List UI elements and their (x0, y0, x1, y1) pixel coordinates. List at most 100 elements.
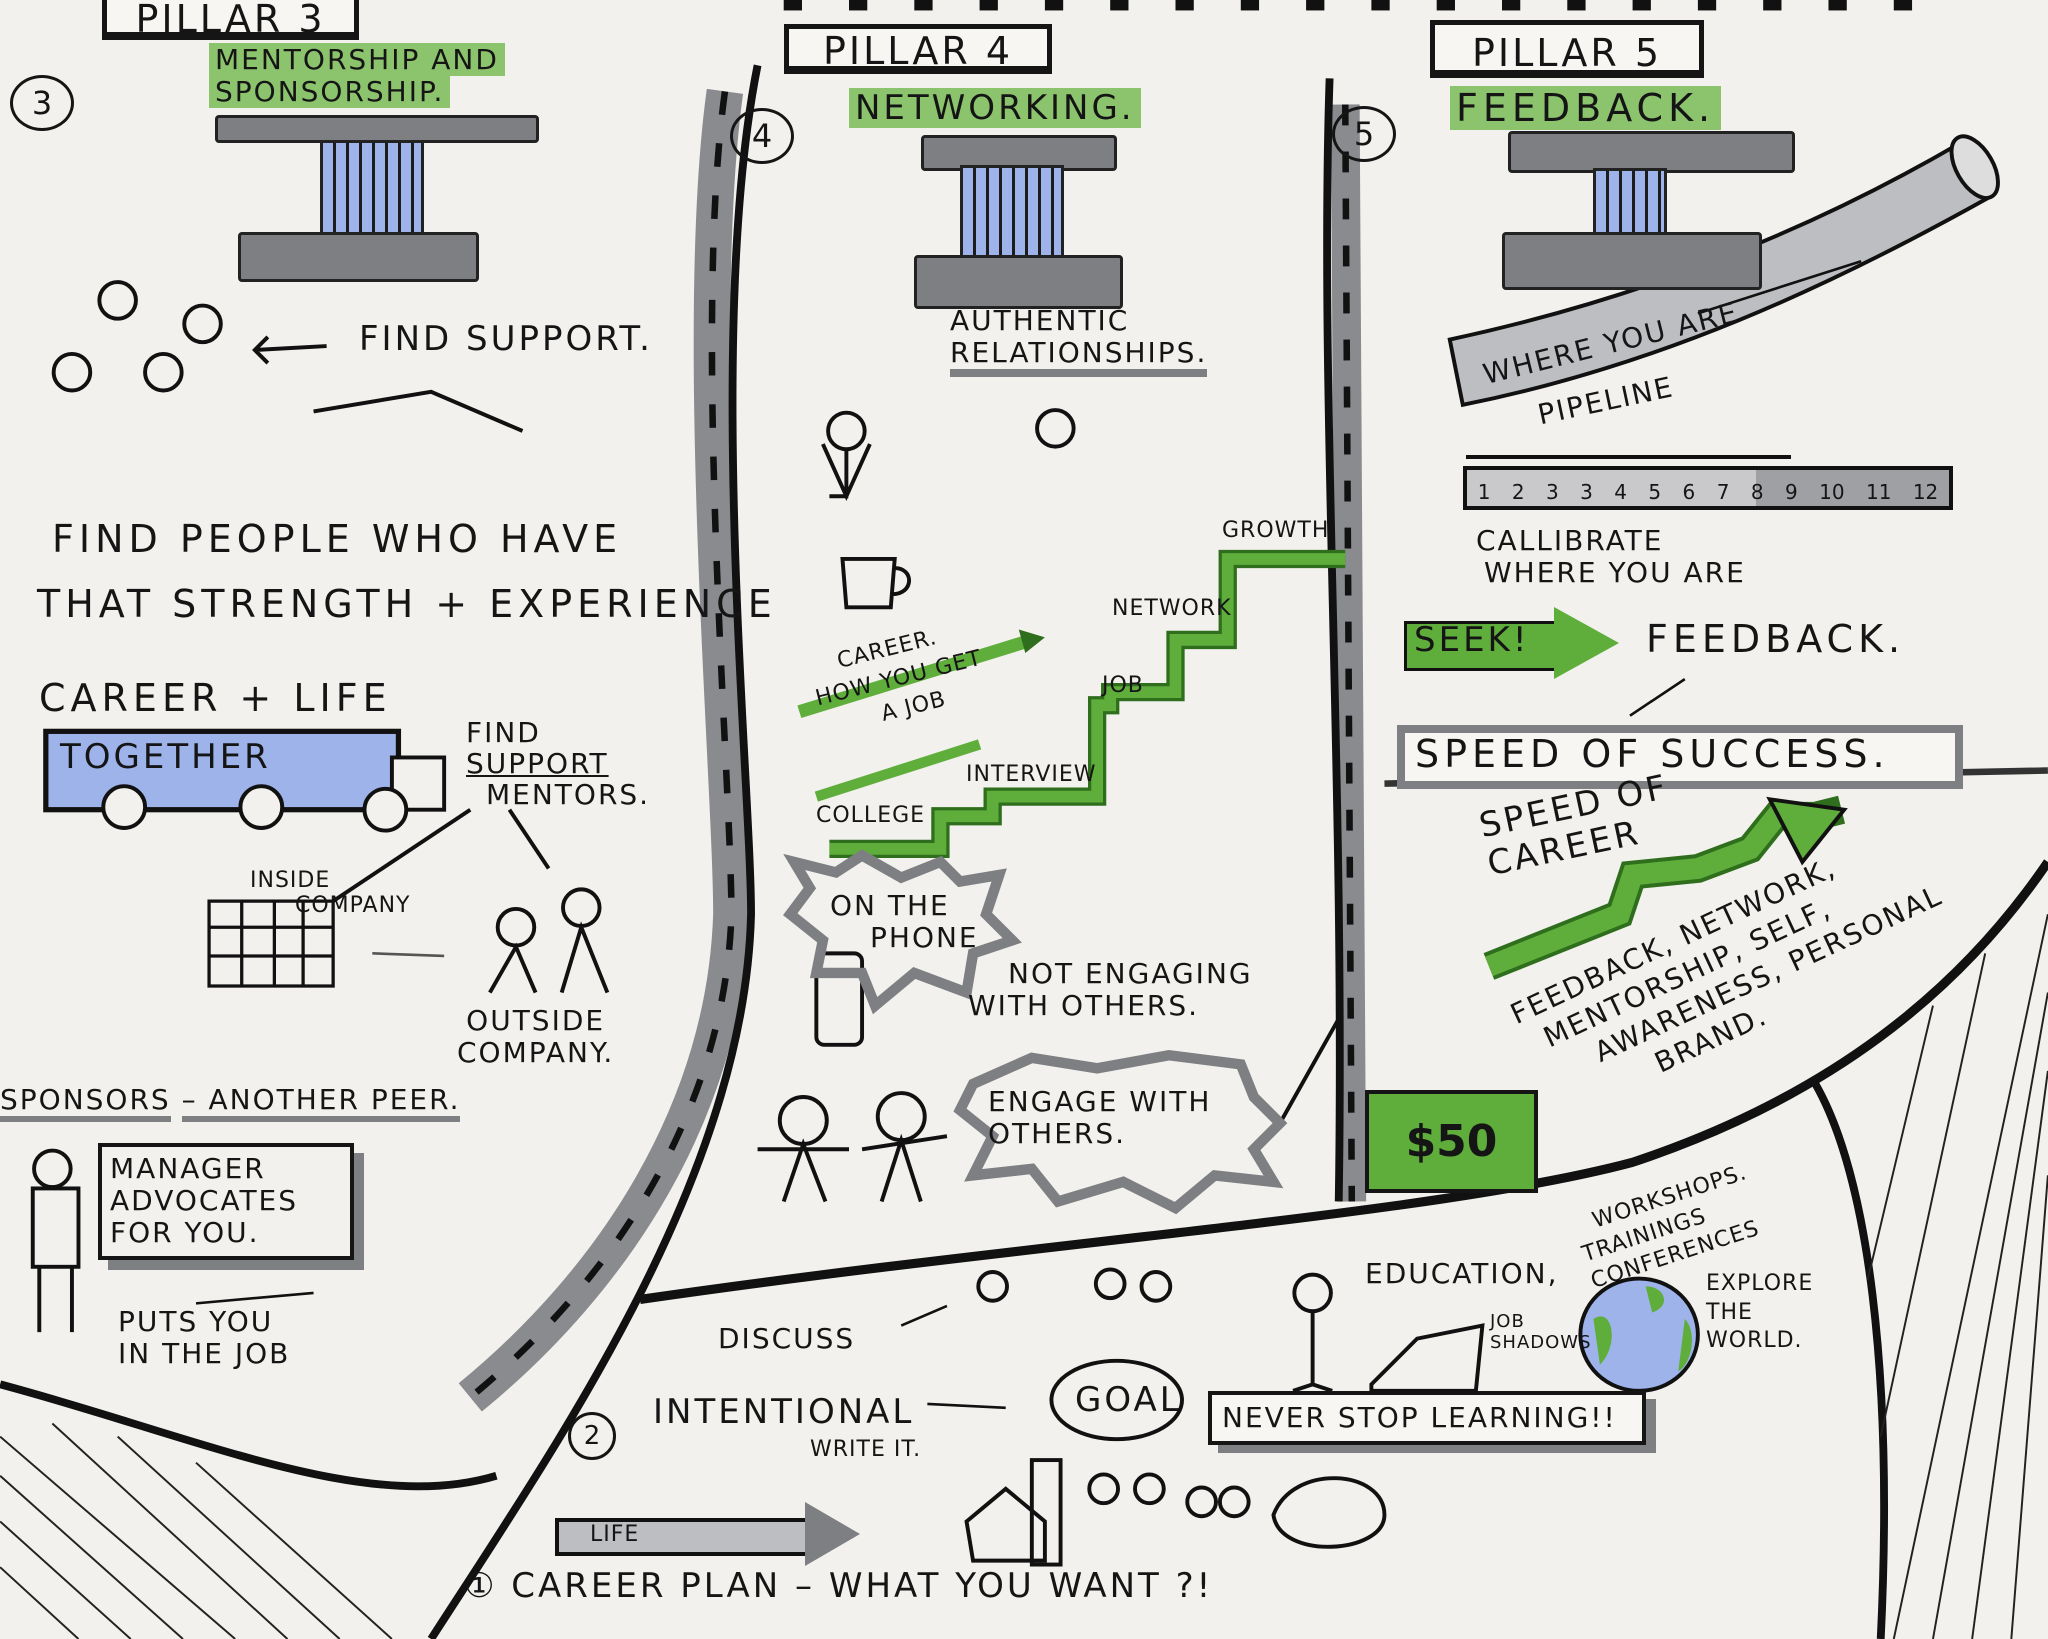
line: ON THE (830, 889, 950, 922)
line: AUTHENTIC (950, 304, 1130, 337)
education-text: EDUCATION, (1365, 1257, 1559, 1290)
ruler-tick: 1 (1477, 480, 1491, 504)
people-figures (30, 280, 1485, 1567)
career-plan-text: ① CAREER PLAN – WHAT YOU WANT ?! (464, 1566, 1214, 1606)
pillar-4-column (960, 165, 1064, 263)
line: COMPANY. (457, 1036, 615, 1070)
globe-icon (1578, 1276, 1700, 1393)
line: OUTSIDE (466, 1004, 606, 1037)
pillar-3-column (320, 140, 424, 238)
discuss-text: DISCUSS (718, 1322, 856, 1355)
title-line: MENTORSHIP AND (209, 43, 505, 76)
line: CALLIBRATE (1476, 524, 1664, 557)
pillar-3-capital (215, 115, 539, 143)
pillar-4-base (914, 255, 1123, 309)
line: ENGAGE WITH (988, 1085, 1212, 1118)
another-peer-text: – ANOTHER PEER. (181, 1083, 461, 1122)
line: INSIDE (250, 868, 331, 893)
step-number-5: 5 (1332, 106, 1396, 162)
ruler-tick: 3 (1580, 480, 1593, 504)
line: EXPLORE (1706, 1271, 1814, 1296)
ruler-tick: 6 (1682, 480, 1696, 504)
line: WORLD. (1706, 1328, 1803, 1354)
career-life-text: CAREER + LIFE (39, 676, 392, 720)
stair-job: JOB (1102, 673, 1144, 698)
line: WITH OTHERS. (968, 989, 1200, 1023)
write-it-text: WRITE IT. (810, 1437, 922, 1462)
line: RELATIONSHIPS. (950, 337, 1208, 378)
line: FIND (466, 716, 541, 749)
line: COMPANY (295, 893, 411, 919)
pillar-3-label: PILLAR 3 (102, 0, 359, 40)
feedback-text: FEEDBACK. (1646, 617, 1906, 661)
ruler-tick: 11 (1865, 480, 1892, 504)
ruler-tick: 5 (1648, 480, 1662, 504)
ruler-marker-line (1466, 455, 1791, 459)
hatching (0, 913, 2048, 1639)
bus-body (43, 728, 402, 813)
pillar-4-label: PILLAR 4 (784, 24, 1052, 74)
bus-together-label: TOGETHER (60, 737, 271, 777)
coffee-cup-icon (840, 556, 911, 610)
sponsors-line: SPONSORS – ANOTHER PEER. (0, 1083, 461, 1122)
find-support-text: FIND SUPPORT. (359, 319, 653, 359)
pillar-5-title: FEEDBACK. (1450, 86, 1722, 131)
line: OTHERS. (988, 1117, 1127, 1151)
ruler-tick: 3 (1545, 480, 1559, 504)
pillar-3-base (238, 232, 479, 282)
strength-experience-text: THAT STRENGTH + EXPERIENCE (37, 582, 777, 626)
find-people-text: FIND PEOPLE WHO HAVE (52, 517, 623, 561)
stair-college: COLLEGE (816, 803, 926, 828)
speed-of-success-banner: SPEED OF SUCCESS. (1397, 725, 1963, 789)
line: MENTORS. (486, 777, 651, 811)
title: FEEDBACK. (1450, 86, 1722, 130)
line: MANAGER (110, 1152, 266, 1185)
seek-label: SEEK! (1414, 620, 1530, 660)
pillar-5-base (1502, 232, 1762, 290)
line: IN THE JOB (118, 1337, 291, 1371)
line: WHERE YOU ARE (1484, 556, 1746, 590)
ruler-tick: 12 (1912, 480, 1939, 504)
ruler-tick: 4 (1614, 480, 1627, 504)
title-line: SPONSORSHIP. (209, 75, 451, 109)
pillar-5-column (1593, 168, 1667, 238)
line: NOT ENGAGING (1008, 957, 1253, 990)
ruler-tick: 2 (1511, 480, 1525, 504)
stair-growth: GROWTH (1222, 518, 1330, 543)
goal-text: GOAL (1075, 1380, 1182, 1420)
line: PUTS YOU (118, 1305, 274, 1338)
ruler-tick: 10 (1819, 480, 1845, 504)
explore-the-world: EXPLORE THE WORLD. (1706, 1270, 1813, 1356)
ruler-tick: 7 (1716, 480, 1730, 504)
line: SUPPORT (466, 746, 609, 780)
line: ADVOCATES (110, 1184, 299, 1218)
line: JOB (1490, 1311, 1525, 1332)
pillar-5-capital (1508, 131, 1795, 173)
line: THE (1706, 1299, 1753, 1325)
title: NETWORKING. (849, 88, 1141, 128)
stair-interview: INTERVIEW (966, 762, 1097, 787)
building-icon (207, 899, 335, 988)
life-arrow: LIFE (555, 1502, 862, 1567)
road-pillar4 (458, 88, 750, 1412)
sponsors-text: SPONSORS (0, 1083, 171, 1122)
ruler-tick: 9 (1784, 480, 1798, 504)
step-number-4: 4 (730, 108, 794, 164)
money-bill: $50 (1365, 1090, 1538, 1193)
line: PHONE (870, 921, 979, 955)
pillar-5-label: PILLAR 5 (1430, 20, 1704, 78)
step-number-2: 2 (568, 1412, 616, 1460)
line: SHADOWS (1490, 1331, 1592, 1353)
